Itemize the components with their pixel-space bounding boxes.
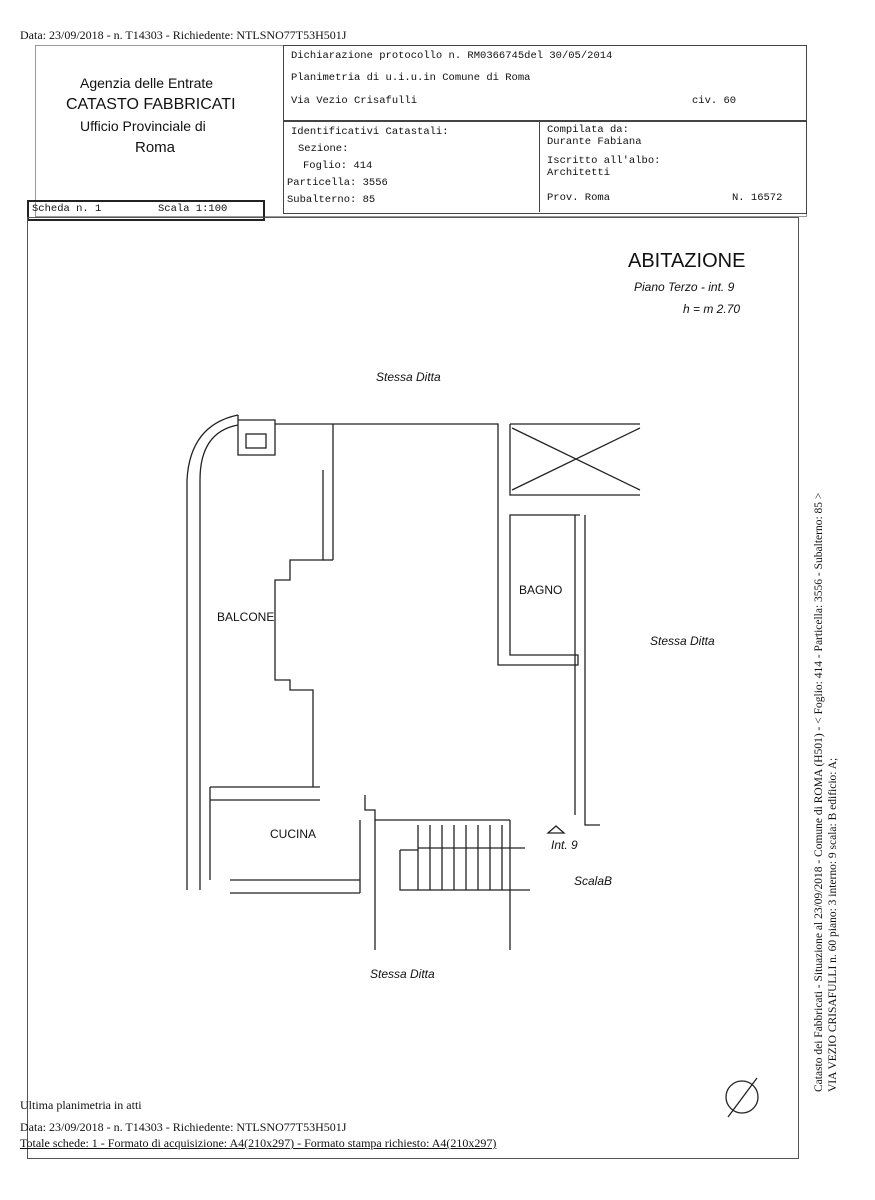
room-balcone: BALCONE [217, 610, 275, 624]
label-top-neighbor: Stessa Ditta [376, 370, 441, 384]
agency-city: Roma [135, 139, 176, 156]
footer-request: Data: 23/09/2018 - n. T14303 - Richieden… [20, 1120, 347, 1134]
side-caption-line2: VIA VEZIO CRISAFULLI n. 60 piano: 3 inte… [827, 757, 839, 1092]
address: Via Vezio Crisafulli [291, 95, 418, 107]
label-right-neighbor: Stessa Ditta [650, 634, 715, 648]
side-caption-line1: Catasto dei Fabbricati - Situazione al 2… [813, 492, 825, 1092]
identifiers-title: Identificativi Catastali: [291, 126, 449, 138]
particella: Particella: 3556 [287, 177, 388, 189]
declaration-box [283, 45, 807, 122]
plan-frame [27, 217, 799, 1159]
albo: Architetti [547, 167, 611, 179]
civic-number: civ. 60 [692, 95, 737, 107]
apartment-number: Int. 9 [551, 838, 578, 852]
compiler-name: Durante Fabiana [547, 136, 642, 148]
planimetria: Planimetria di u.i.u.in Comune di Roma [291, 72, 531, 84]
floor-info: Piano Terzo - int. 9 [634, 280, 735, 294]
albo-label: Iscritto all'albo: [547, 155, 661, 167]
last-plan-note: Ultima planimetria in atti [20, 1098, 142, 1112]
staircase-label: ScalaB [574, 874, 613, 888]
divider [539, 120, 540, 212]
plan-title: ABITAZIONE [628, 250, 746, 272]
agency-office: Ufficio Provinciale di [80, 118, 206, 134]
subalterno: Subalterno: 85 [287, 194, 376, 206]
registration-number: N. 16572 [732, 192, 783, 204]
scheda-number: Scheda n. 1 [32, 203, 102, 215]
room-bagno: BAGNO [519, 583, 563, 597]
protocol: Dichiarazione protocollo n. RM0366745del… [291, 50, 613, 62]
ceiling-height: h = m 2.70 [683, 302, 741, 316]
scale: Scala 1:100 [158, 203, 228, 215]
agency-dept: CATASTO FABBRICATI [66, 96, 236, 113]
sezione: Sezione: [298, 143, 349, 155]
footer-format: Totale schede: 1 - Formato di acquisizio… [20, 1136, 497, 1150]
province: Prov. Roma [547, 192, 611, 204]
agency-name: Agenzia delle Entrate [80, 75, 214, 91]
room-cucina: CUCINA [270, 827, 317, 841]
compiled-by-label: Compilata da: [547, 124, 629, 136]
scheda-box [27, 200, 265, 221]
request-header: Data: 23/09/2018 - n. T14303 - Richieden… [20, 28, 347, 42]
side-caption: Catasto dei Fabbricati - Situazione al 2… [812, 493, 840, 1092]
foglio: Foglio: 414 [303, 160, 373, 172]
identifiers-box [283, 120, 807, 214]
label-bottom-neighbor: Stessa Ditta [370, 967, 435, 981]
